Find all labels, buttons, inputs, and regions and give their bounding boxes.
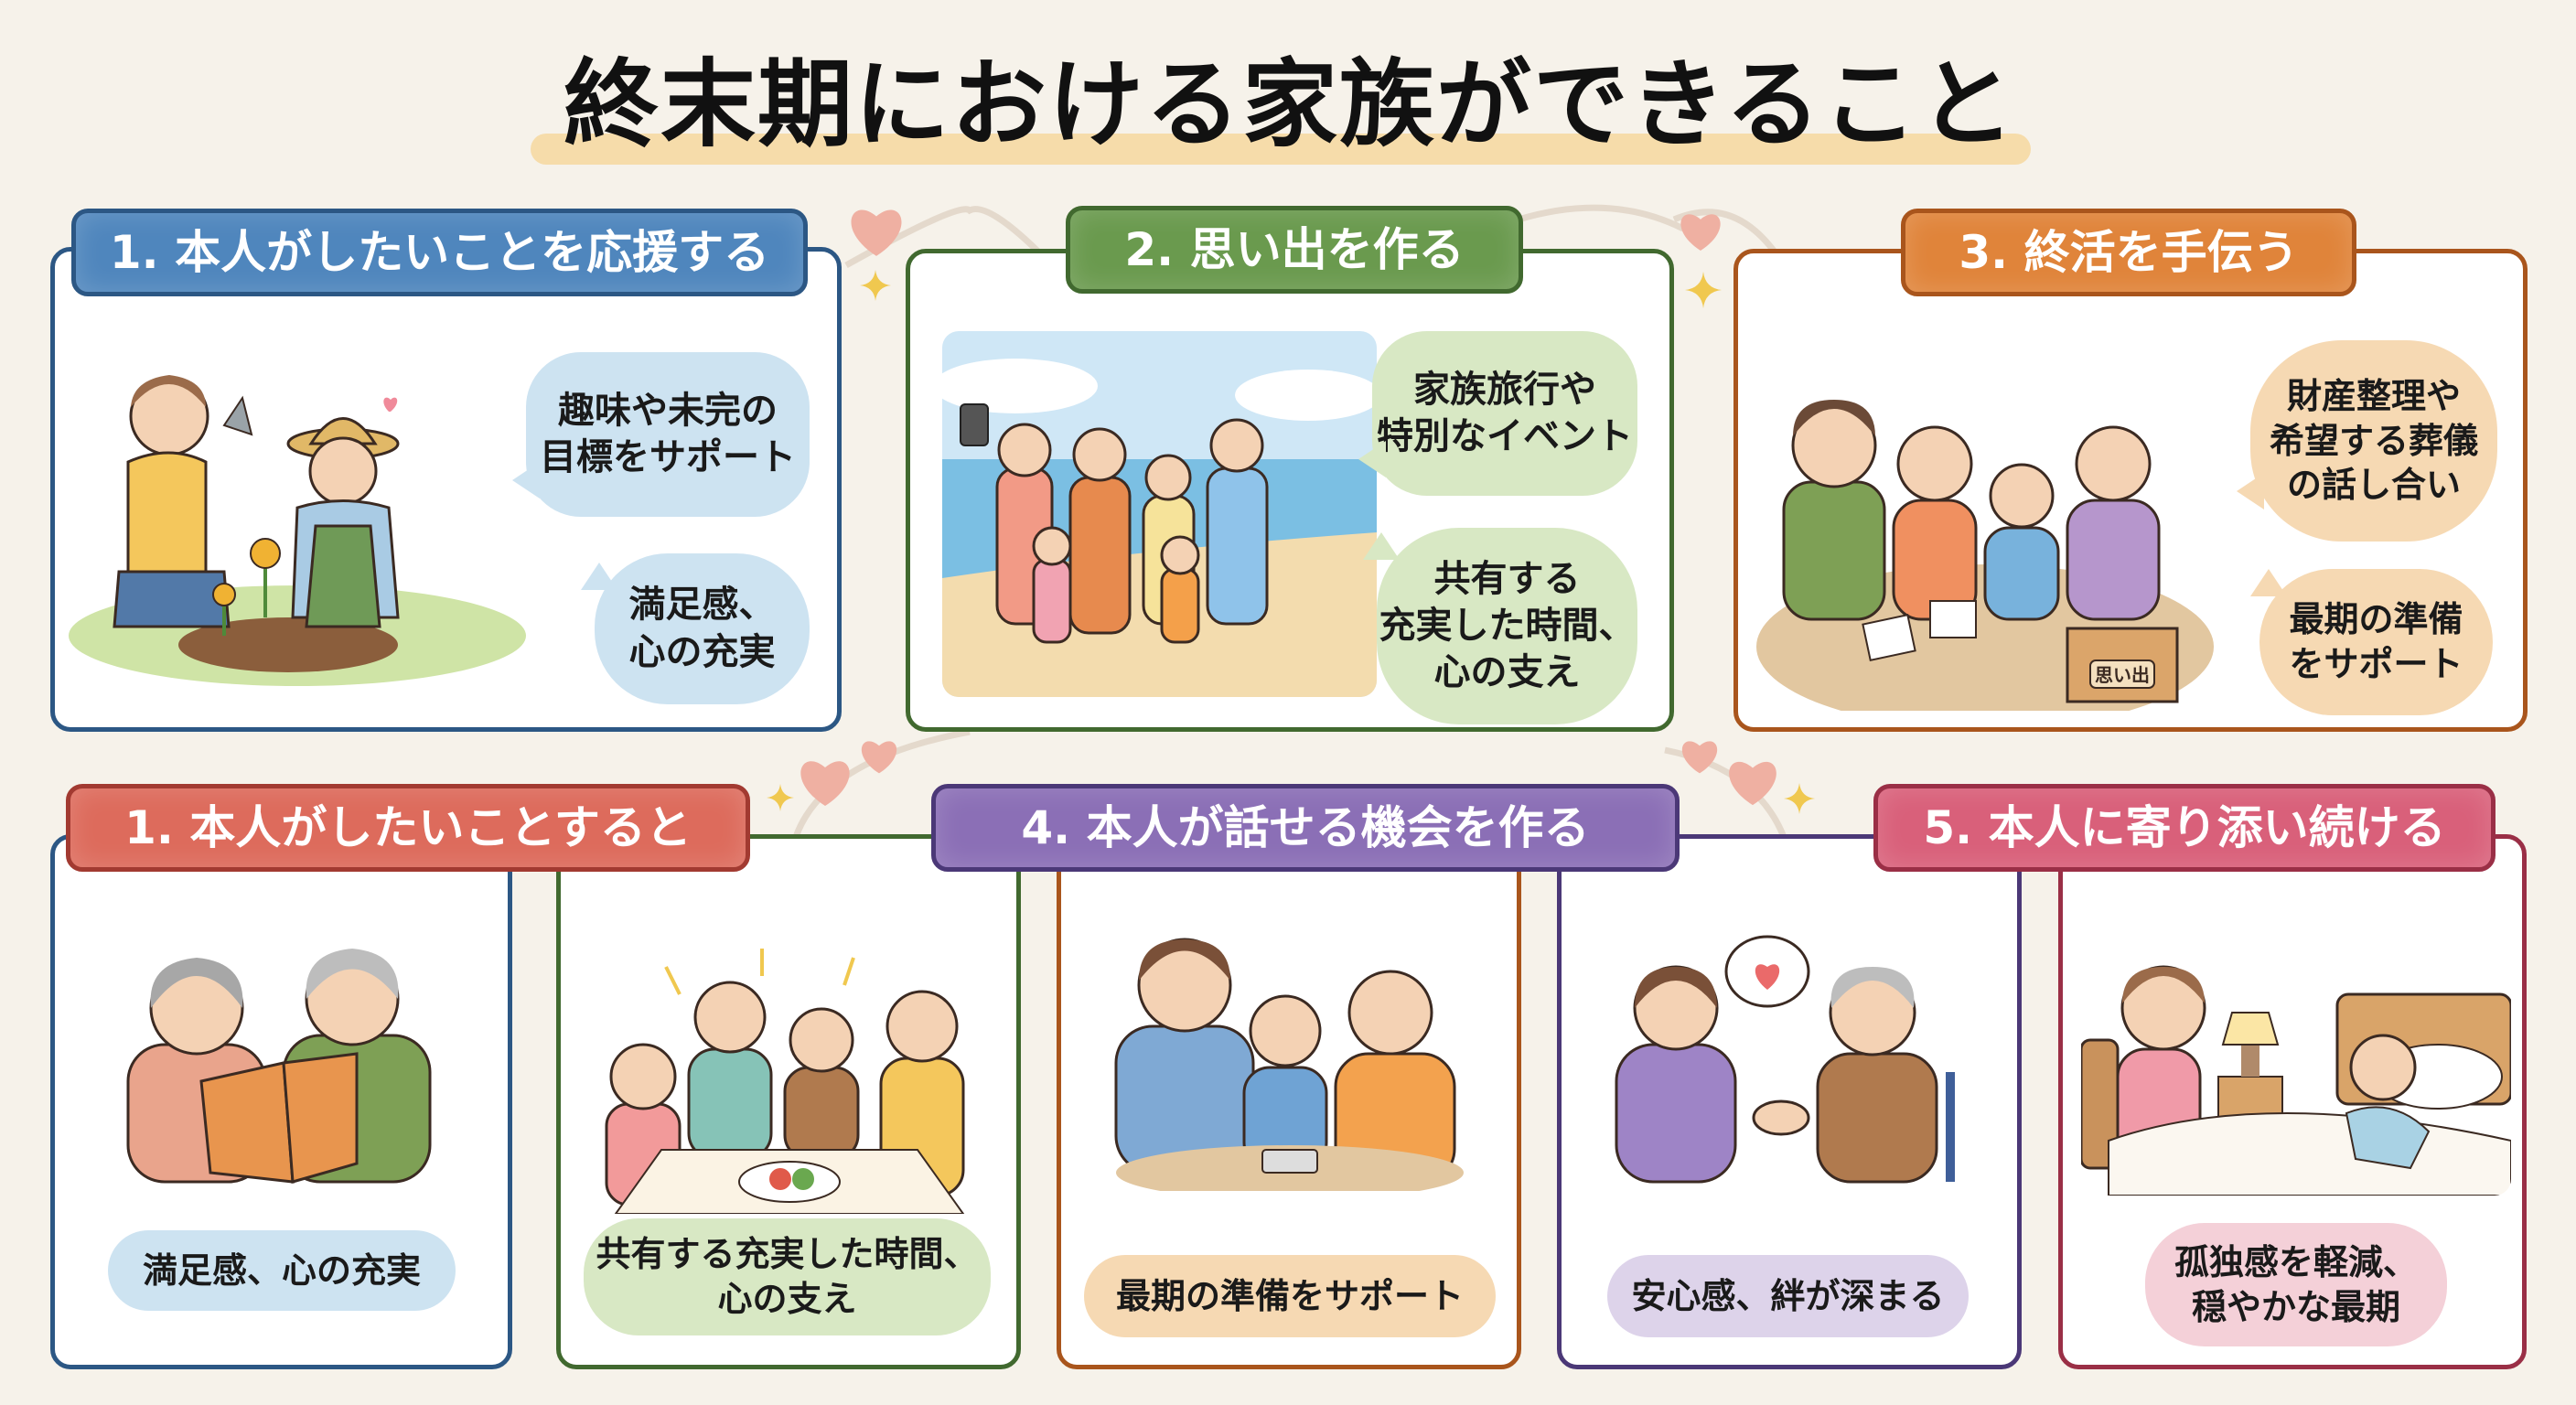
heart-icon (1724, 755, 1781, 811)
heart-icon (1677, 209, 1724, 256)
bottom-panel-2: 共有する充実した時間、 心の支え (556, 834, 1021, 1369)
family-dinner-illustration (579, 939, 1000, 1214)
section-3-panel: 思い出 財産整理や 希望する葬儀 の話し合い 最期の準備 をサポート (1733, 249, 2528, 732)
family-photos-illustration: 思い出 (1756, 345, 2223, 711)
speech-bubble: 満足感、 心の充実 (595, 553, 810, 704)
speech-bubble: 共有する 充実した時間、 心の支え (1377, 528, 1637, 724)
bottom-panel-3: 最期の準備をサポート (1057, 834, 1521, 1369)
bubble-tail (1363, 532, 1400, 560)
section-1-badge: 1. 本人がしたいことを応援する (71, 209, 808, 296)
speech-bubble: 趣味や未完の 目標をサポート (526, 352, 810, 517)
bubble-tail (581, 563, 617, 590)
sparkle-icon (860, 270, 891, 305)
holding-hands-illustration (1598, 935, 1982, 1191)
bottom-badge-1: 1. 本人がしたいことすると (66, 784, 750, 872)
bubble-tail (2237, 473, 2264, 509)
sparkle-icon (1784, 782, 1815, 819)
caption-pill: 最期の準備をサポート (1084, 1255, 1496, 1337)
beach-selfie-illustration (942, 331, 1377, 697)
caption-pill: 孤独感を軽減、 穏やかな最期 (2145, 1223, 2447, 1346)
speech-bubble: 家族旅行や 特別なイベント (1372, 331, 1637, 496)
bottom-panel-5: 孤独感を軽減、 穏やかな最期 (2058, 834, 2527, 1369)
heart-icon (846, 203, 907, 262)
bubble-tail (2250, 569, 2287, 596)
section-1-panel: 趣味や未完の 目標をサポート 満足感、 心の充実 (50, 247, 842, 732)
speech-bubble: 最期の準備 をサポート (2259, 569, 2493, 715)
bottom-panel-4: 安心感、絆が深まる (1557, 834, 2022, 1369)
page-title-block: 終末期における家族ができること (512, 37, 2067, 183)
section-2-badge: 2. 思い出を作る (1066, 206, 1523, 294)
heart-icon (1679, 736, 1721, 778)
heart-icon (796, 755, 854, 811)
sparkle-icon (767, 782, 794, 817)
heart-icon (858, 736, 900, 778)
bottom-badge-4: 4. 本人が話せる機会を作る (931, 784, 1680, 872)
bottom-panel-1: 満足感、心の充実 (50, 834, 512, 1369)
speech-bubble: 財産整理や 希望する葬儀 の話し合い (2250, 340, 2497, 542)
bubble-tail (512, 462, 540, 499)
caption-pill: 満足感、心の充実 (108, 1230, 456, 1311)
caption-pill: 共有する充実した時間、 心の支え (584, 1218, 991, 1335)
bubble-tail (1358, 441, 1386, 477)
title-highlight (531, 134, 2031, 165)
bedside-care-illustration (2081, 939, 2511, 1196)
sparkle-icon (1685, 270, 1722, 314)
family-talking-illustration (1098, 917, 1482, 1191)
elderly-couple-reading-illustration (110, 935, 457, 1191)
section-3-badge: 3. 終活を手伝う (1901, 209, 2356, 296)
gardening-illustration (69, 343, 526, 691)
caption-pill: 安心感、絆が深まる (1607, 1255, 1969, 1337)
section-2-panel: 家族旅行や 特別なイベント 共有する 充実した時間、 心の支え (906, 249, 1674, 732)
page-title: 終末期における家族ができること (564, 48, 2016, 160)
box-label: 思い出 (2095, 664, 2150, 686)
bottom-badge-5: 5. 本人に寄り添い続ける (1873, 784, 2496, 872)
